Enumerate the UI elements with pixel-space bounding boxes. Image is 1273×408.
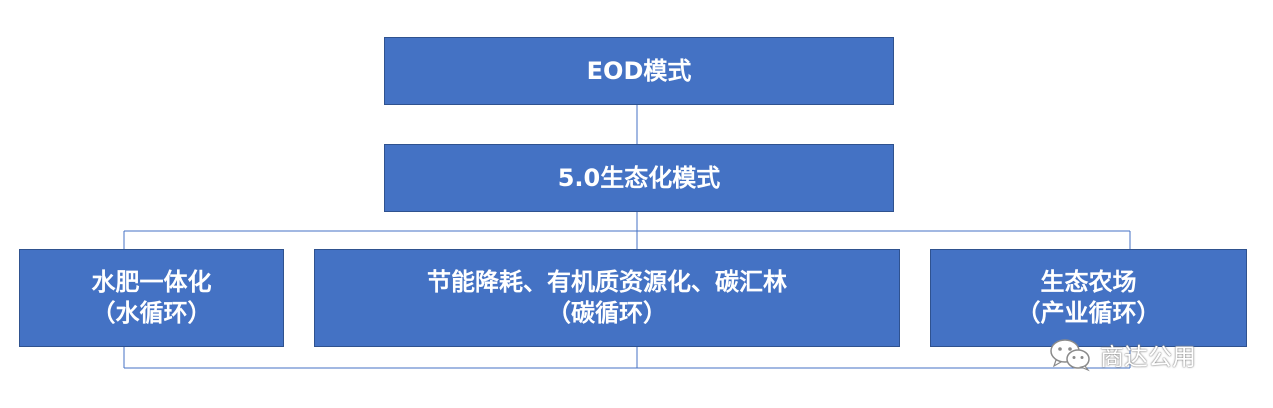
carbon-cycle-box: 节能降耗、有机质资源化、碳汇林 （碳循环） <box>314 249 900 347</box>
water-cycle-subtitle: （水循环） <box>91 299 212 327</box>
water-cycle-box: 水肥一体化 （水循环） <box>19 249 284 347</box>
eod-mode-label: EOD模式 <box>586 56 692 85</box>
industry-cycle-box: 生态农场 （产业循环） <box>930 249 1247 347</box>
eco5-mode-box: 5.0生态化模式 <box>384 144 894 212</box>
watermark-text: 商达公用 <box>1100 342 1196 371</box>
carbon-cycle-title: 节能降耗、有机质资源化、碳汇林 <box>427 268 787 296</box>
carbon-cycle-subtitle: （碳循环） <box>547 299 667 327</box>
water-cycle-title: 水肥一体化 <box>91 268 212 296</box>
wechat-icon <box>1050 339 1090 372</box>
eod-mode-box: EOD模式 <box>384 37 894 105</box>
industry-cycle-title: 生态农场 <box>1040 268 1137 296</box>
watermark: 商达公用 <box>1048 334 1196 374</box>
industry-cycle-subtitle: （产业循环） <box>1016 299 1161 327</box>
eco5-mode-label: 5.0生态化模式 <box>557 163 721 192</box>
